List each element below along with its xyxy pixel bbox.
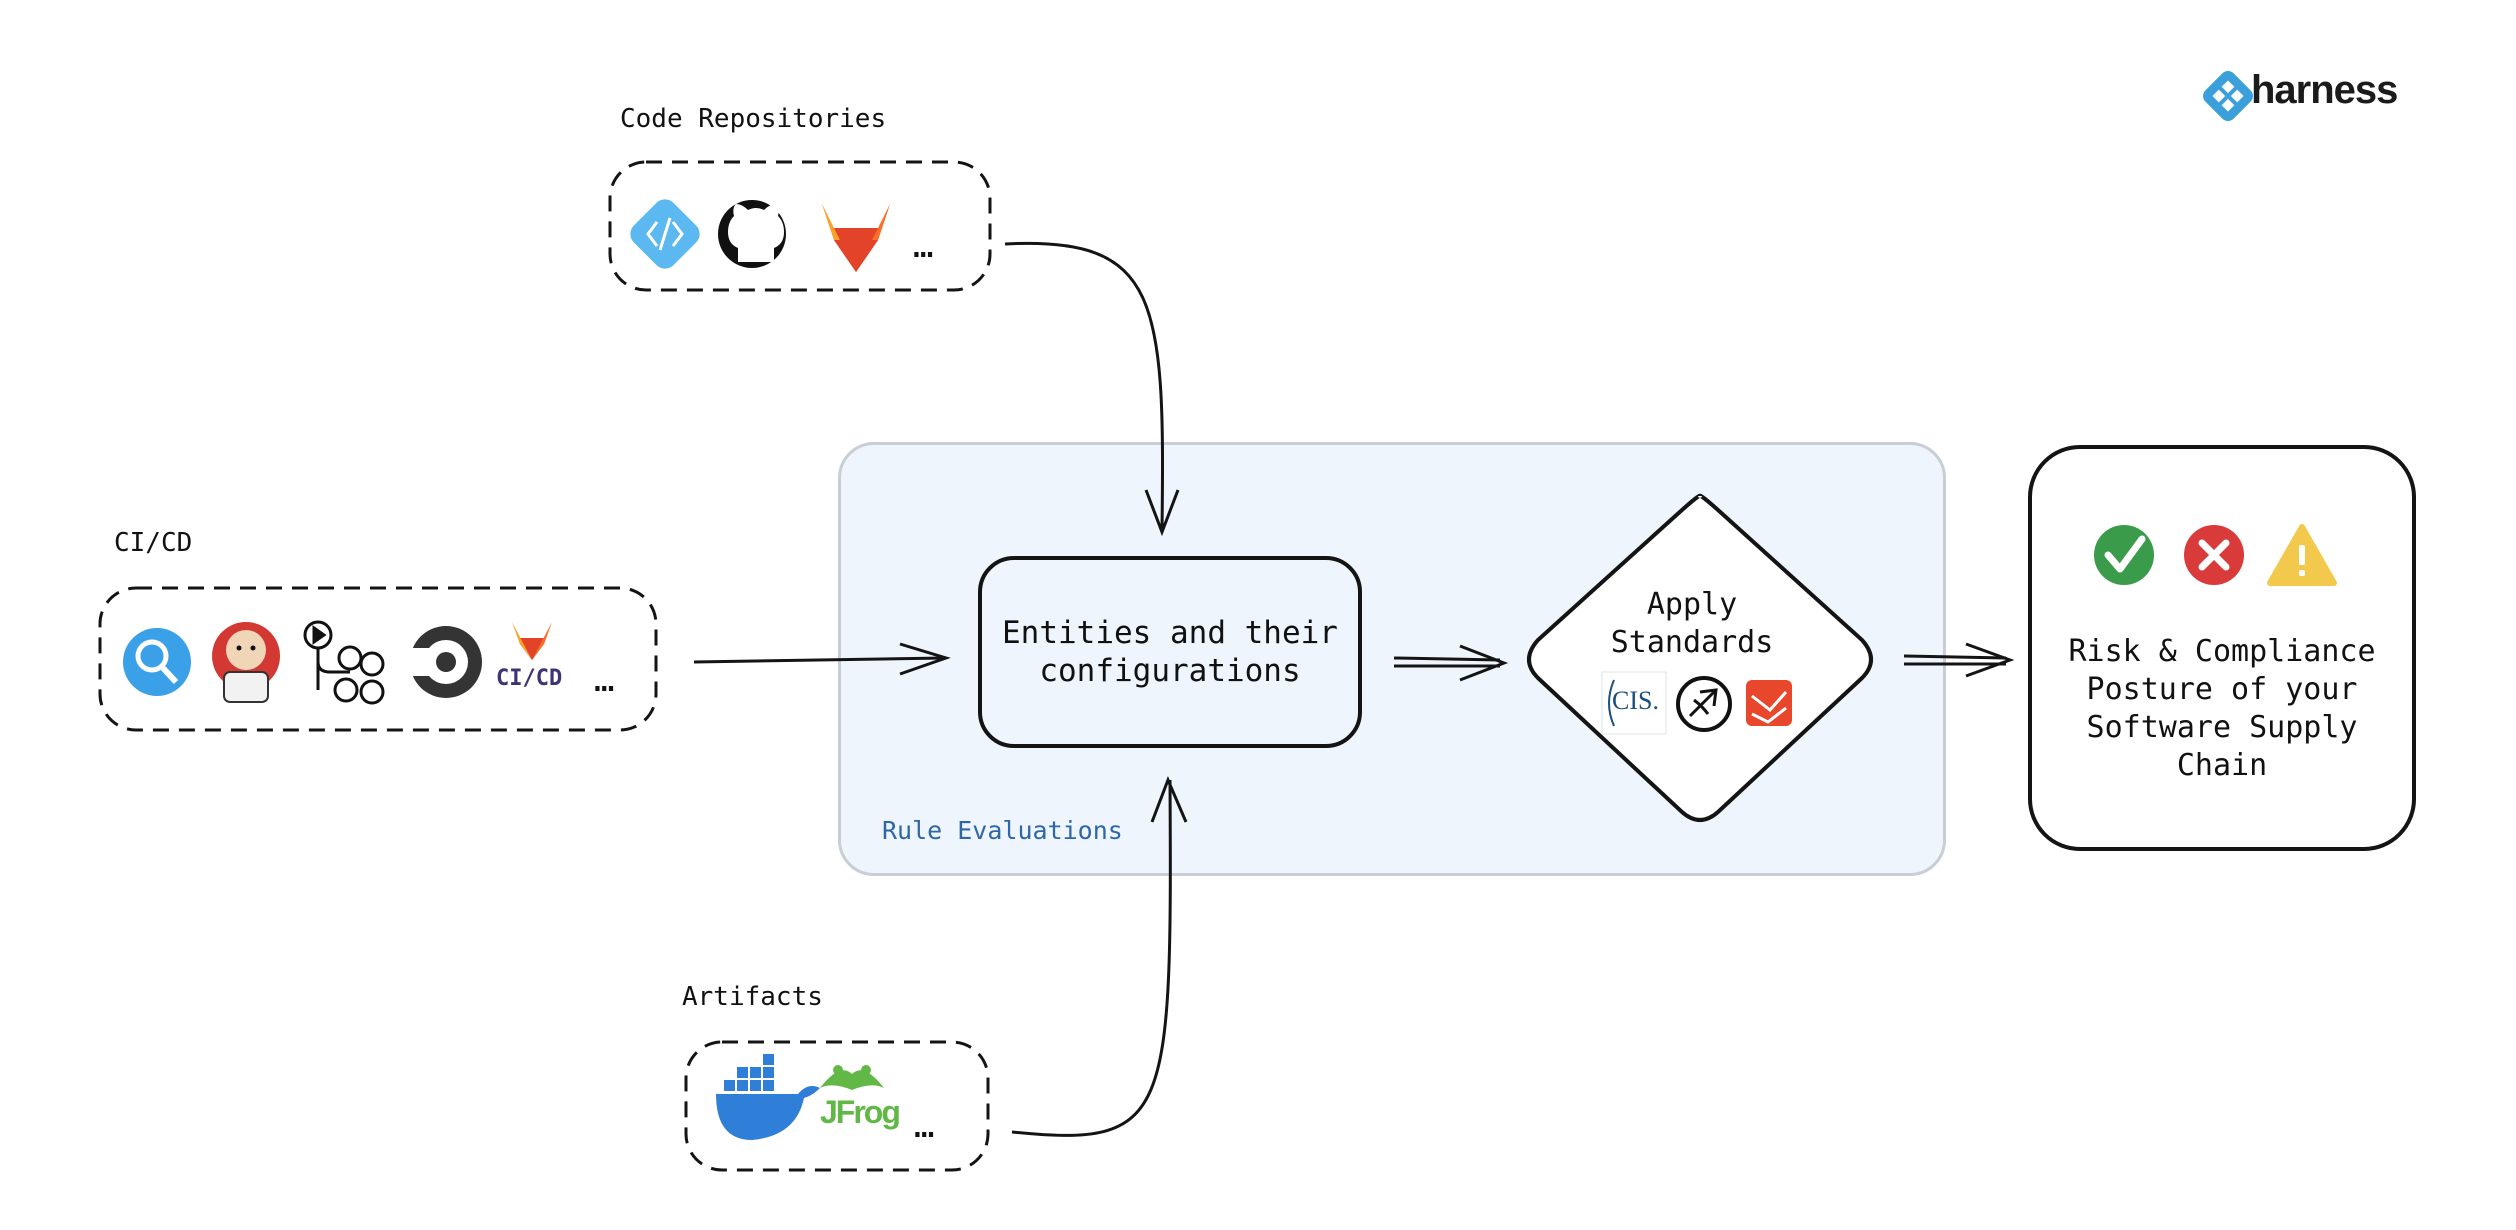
rule-evaluations-label: Rule Evaluations	[882, 816, 1123, 845]
entities-box: Entities and their configurations	[978, 556, 1362, 748]
arrow-apply-to-result	[1903, 654, 2007, 666]
owasp-icon	[1676, 676, 1732, 732]
harness-logo-icon	[2203, 71, 2253, 121]
arrow-artifacts-to-entities	[1011, 779, 1172, 1137]
jenkins-icon	[212, 622, 280, 703]
stride-icon	[1746, 680, 1792, 726]
entities-text: Entities and their configurations	[1002, 615, 1338, 689]
apply-standards-text: Apply Standards	[1610, 587, 1774, 660]
circleci-icon	[410, 626, 482, 698]
cicd-label: CI/CD	[114, 528, 193, 558]
code-repositories-box	[608, 160, 992, 292]
arrow-cicd-to-entities	[693, 656, 946, 664]
arrow-entities-to-apply	[1393, 656, 1501, 668]
jfrog-text: JFrog	[820, 1094, 901, 1130]
warning-icon	[2267, 524, 2337, 586]
code-repositories-label: Code Repositories	[620, 104, 887, 134]
pass-check-icon	[2094, 525, 2154, 585]
jfrog-icon	[820, 1065, 884, 1090]
gitlab-icon	[822, 204, 890, 272]
apply-standards-diamond	[1527, 493, 1873, 822]
result-icons	[2094, 524, 2337, 586]
arrow-code-to-entities	[1004, 241, 1165, 531]
gitlab-cicd-icon	[512, 622, 552, 660]
risk-compliance-text: Risk & Compliance Posture of your Softwa…	[2068, 634, 2376, 783]
cis-icon	[1601, 671, 1667, 735]
gitlab-cicd-text: CI/CD	[496, 666, 563, 691]
github-icon	[718, 200, 786, 268]
cicd-box	[98, 586, 658, 732]
harness-logo-text: harness	[2251, 68, 2398, 112]
cicd-more: …	[594, 660, 615, 700]
artifacts-box	[684, 1040, 990, 1172]
docker-icon	[716, 1054, 820, 1140]
harness-ci-icon	[123, 628, 191, 696]
artifacts-label: Artifacts	[682, 982, 823, 1012]
risk-compliance-box: Risk & Compliance Posture of your Softwa…	[2028, 445, 2416, 851]
artifacts-more: …	[914, 1106, 935, 1146]
fail-x-icon	[2184, 525, 2244, 585]
code-repositories-more: …	[913, 226, 934, 266]
github-actions-icon	[303, 620, 385, 705]
cis-text: CIS.	[1612, 686, 1659, 715]
